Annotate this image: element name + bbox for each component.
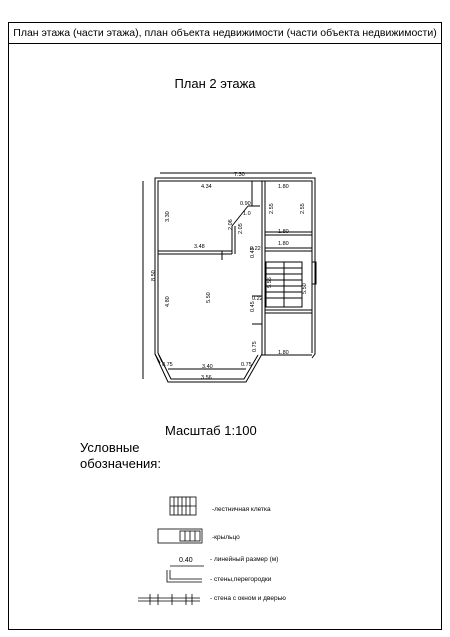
dim-diag-height: 2.06: [228, 219, 234, 230]
dim-small-room-top: 1.80: [278, 184, 289, 190]
dim-stair-gap-mid: 0.22: [252, 296, 263, 302]
bay-window-inner: [158, 354, 259, 380]
dim-bottom-room-width: 1.80: [278, 350, 289, 356]
legend-walls-label: - стены,перегородки: [210, 576, 272, 583]
dim-bay-right-side: 0.75: [252, 341, 258, 352]
dim-stair-gap-side: 0.43: [250, 247, 256, 258]
legend-wall-window-door-label: - стена с окном и дверью: [210, 595, 286, 602]
dim-stair-gap-top: 0.22: [250, 246, 261, 252]
plan-title: План 2 этажа: [174, 76, 256, 91]
dim-corridor-label: 1.0: [243, 211, 251, 217]
dim-main-room-width: 5.50: [206, 292, 212, 303]
dim-bay-left: 0.75: [162, 362, 173, 368]
dim-overall-height: 8.50: [151, 270, 157, 281]
dim-small-room-height-right: 2.55: [300, 203, 306, 214]
dim-stair-height2: 5.50: [302, 283, 308, 294]
legend-linear-size-label: - линейный размер (м): [210, 556, 279, 563]
dim-bay-right: 0.75: [241, 362, 252, 368]
porch-symbol: [157, 528, 203, 544]
dim-small-room-height: 2.55: [269, 203, 275, 214]
dim-corridor-width: 0.90: [240, 201, 251, 207]
dim-left-room-width: 4.34: [201, 184, 212, 190]
dim-main-room-height: 4.80: [165, 296, 171, 307]
dim-small-room-bottom: 1.80: [278, 229, 289, 235]
dim-upper-room-bottom: 3.48: [194, 244, 205, 250]
dim-stair-top: 1.80: [278, 241, 289, 247]
dim-stair-gap-mid-side: 0.45: [250, 301, 256, 312]
document-header: План этажа (части этажа), план объекта н…: [8, 22, 442, 44]
legend-title: Условные обозначения:: [80, 440, 161, 472]
legend-porch-label: -крыльцо: [212, 534, 240, 541]
wall-symbol: [166, 570, 202, 583]
scale-label: Масштаб 1:100: [165, 423, 257, 438]
legend-title-line2: обозначения:: [80, 456, 161, 471]
dim-stair-height: 5.55: [267, 277, 273, 288]
dim-left-room-height: 3.30: [165, 211, 171, 222]
linear-size-value: 0.40: [179, 557, 193, 564]
legend-title-line1: Условные: [80, 440, 140, 455]
dim-top-width: 7.30: [234, 172, 245, 178]
legend-stair-label: -лестничная клетка: [212, 506, 271, 513]
dim-corridor-height: 2.05: [238, 223, 244, 234]
outer-wall: [154, 177, 316, 364]
dim-bay-inner: 3.40: [202, 364, 213, 370]
dim-bay-outer: 3.56: [201, 375, 212, 381]
bay-window: [154, 353, 263, 383]
outer-wall-inner: [157, 180, 313, 363]
